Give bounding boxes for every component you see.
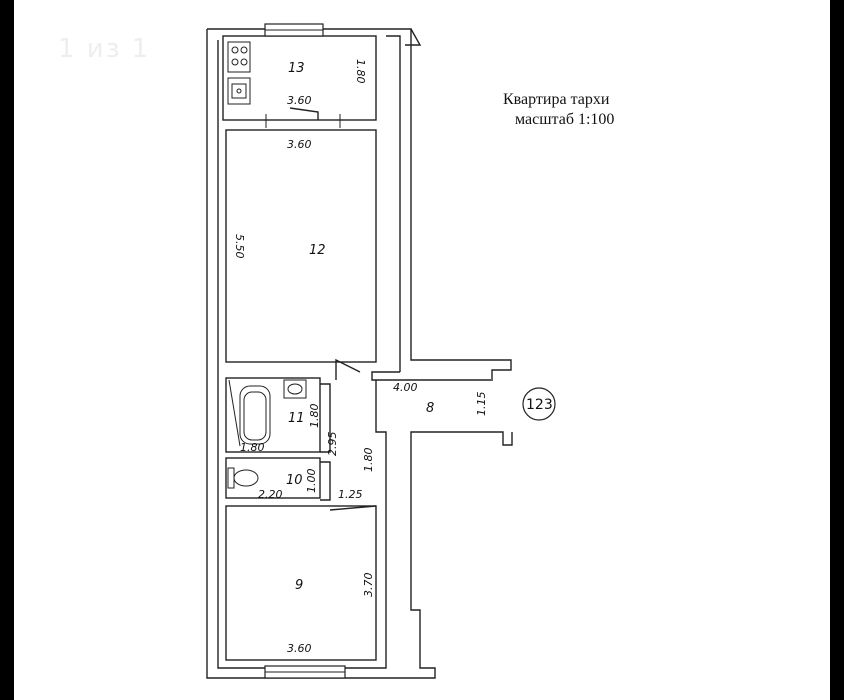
corridor-entry-width: 1.15 — [475, 392, 488, 417]
room-8-label: 8 — [426, 401, 434, 416]
bathtub-icon — [228, 379, 271, 447]
room-12-width: 3.60 — [287, 138, 312, 151]
room-10-depth: 1.00 — [305, 469, 318, 494]
stove-icon — [227, 41, 251, 73]
room-10-label: 10 — [286, 473, 303, 488]
room-9-width: 3.60 — [287, 642, 312, 655]
apartment-number-circle — [522, 387, 556, 421]
corridor-side-length: 2.95 — [326, 432, 339, 457]
apartment-number: 123 — [526, 397, 553, 413]
toilet-icon — [227, 467, 259, 489]
window-lines — [265, 29, 345, 673]
room-13-label: 13 — [288, 61, 305, 76]
room-13-depth: 1.80 — [354, 59, 367, 84]
page-watermark: 1 из 1 — [58, 34, 151, 64]
room-13-width: 3.60 — [287, 94, 312, 107]
room-12-depth: 5.50 — [233, 234, 246, 259]
corridor-width: 1.80 — [362, 448, 375, 473]
windows — [264, 23, 346, 679]
walls — [206, 28, 513, 679]
screen-edge-left — [0, 0, 14, 700]
screen-edge-right — [830, 0, 844, 700]
room-10-width: 2.20 — [258, 488, 283, 501]
plan-title-line1: Квартира тархи — [503, 91, 610, 108]
plan-title: Квартира тархи масштаб 1:100 — [503, 90, 614, 130]
corridor-length: 4.00 — [393, 381, 418, 394]
washbasin-icon — [283, 379, 307, 399]
kitchen-sink-icon — [227, 77, 251, 105]
room-11-label: 11 — [288, 411, 305, 426]
room-11-width: 1.80 — [240, 441, 265, 454]
room-11-depth: 1.80 — [308, 404, 321, 429]
room-9-depth: 3.70 — [362, 573, 375, 598]
plan-scale-line: масштаб 1:100 — [515, 111, 615, 128]
room-9-label: 9 — [295, 578, 303, 593]
corridor-bottom-width: 1.25 — [338, 488, 363, 501]
room-12-label: 12 — [309, 243, 326, 258]
